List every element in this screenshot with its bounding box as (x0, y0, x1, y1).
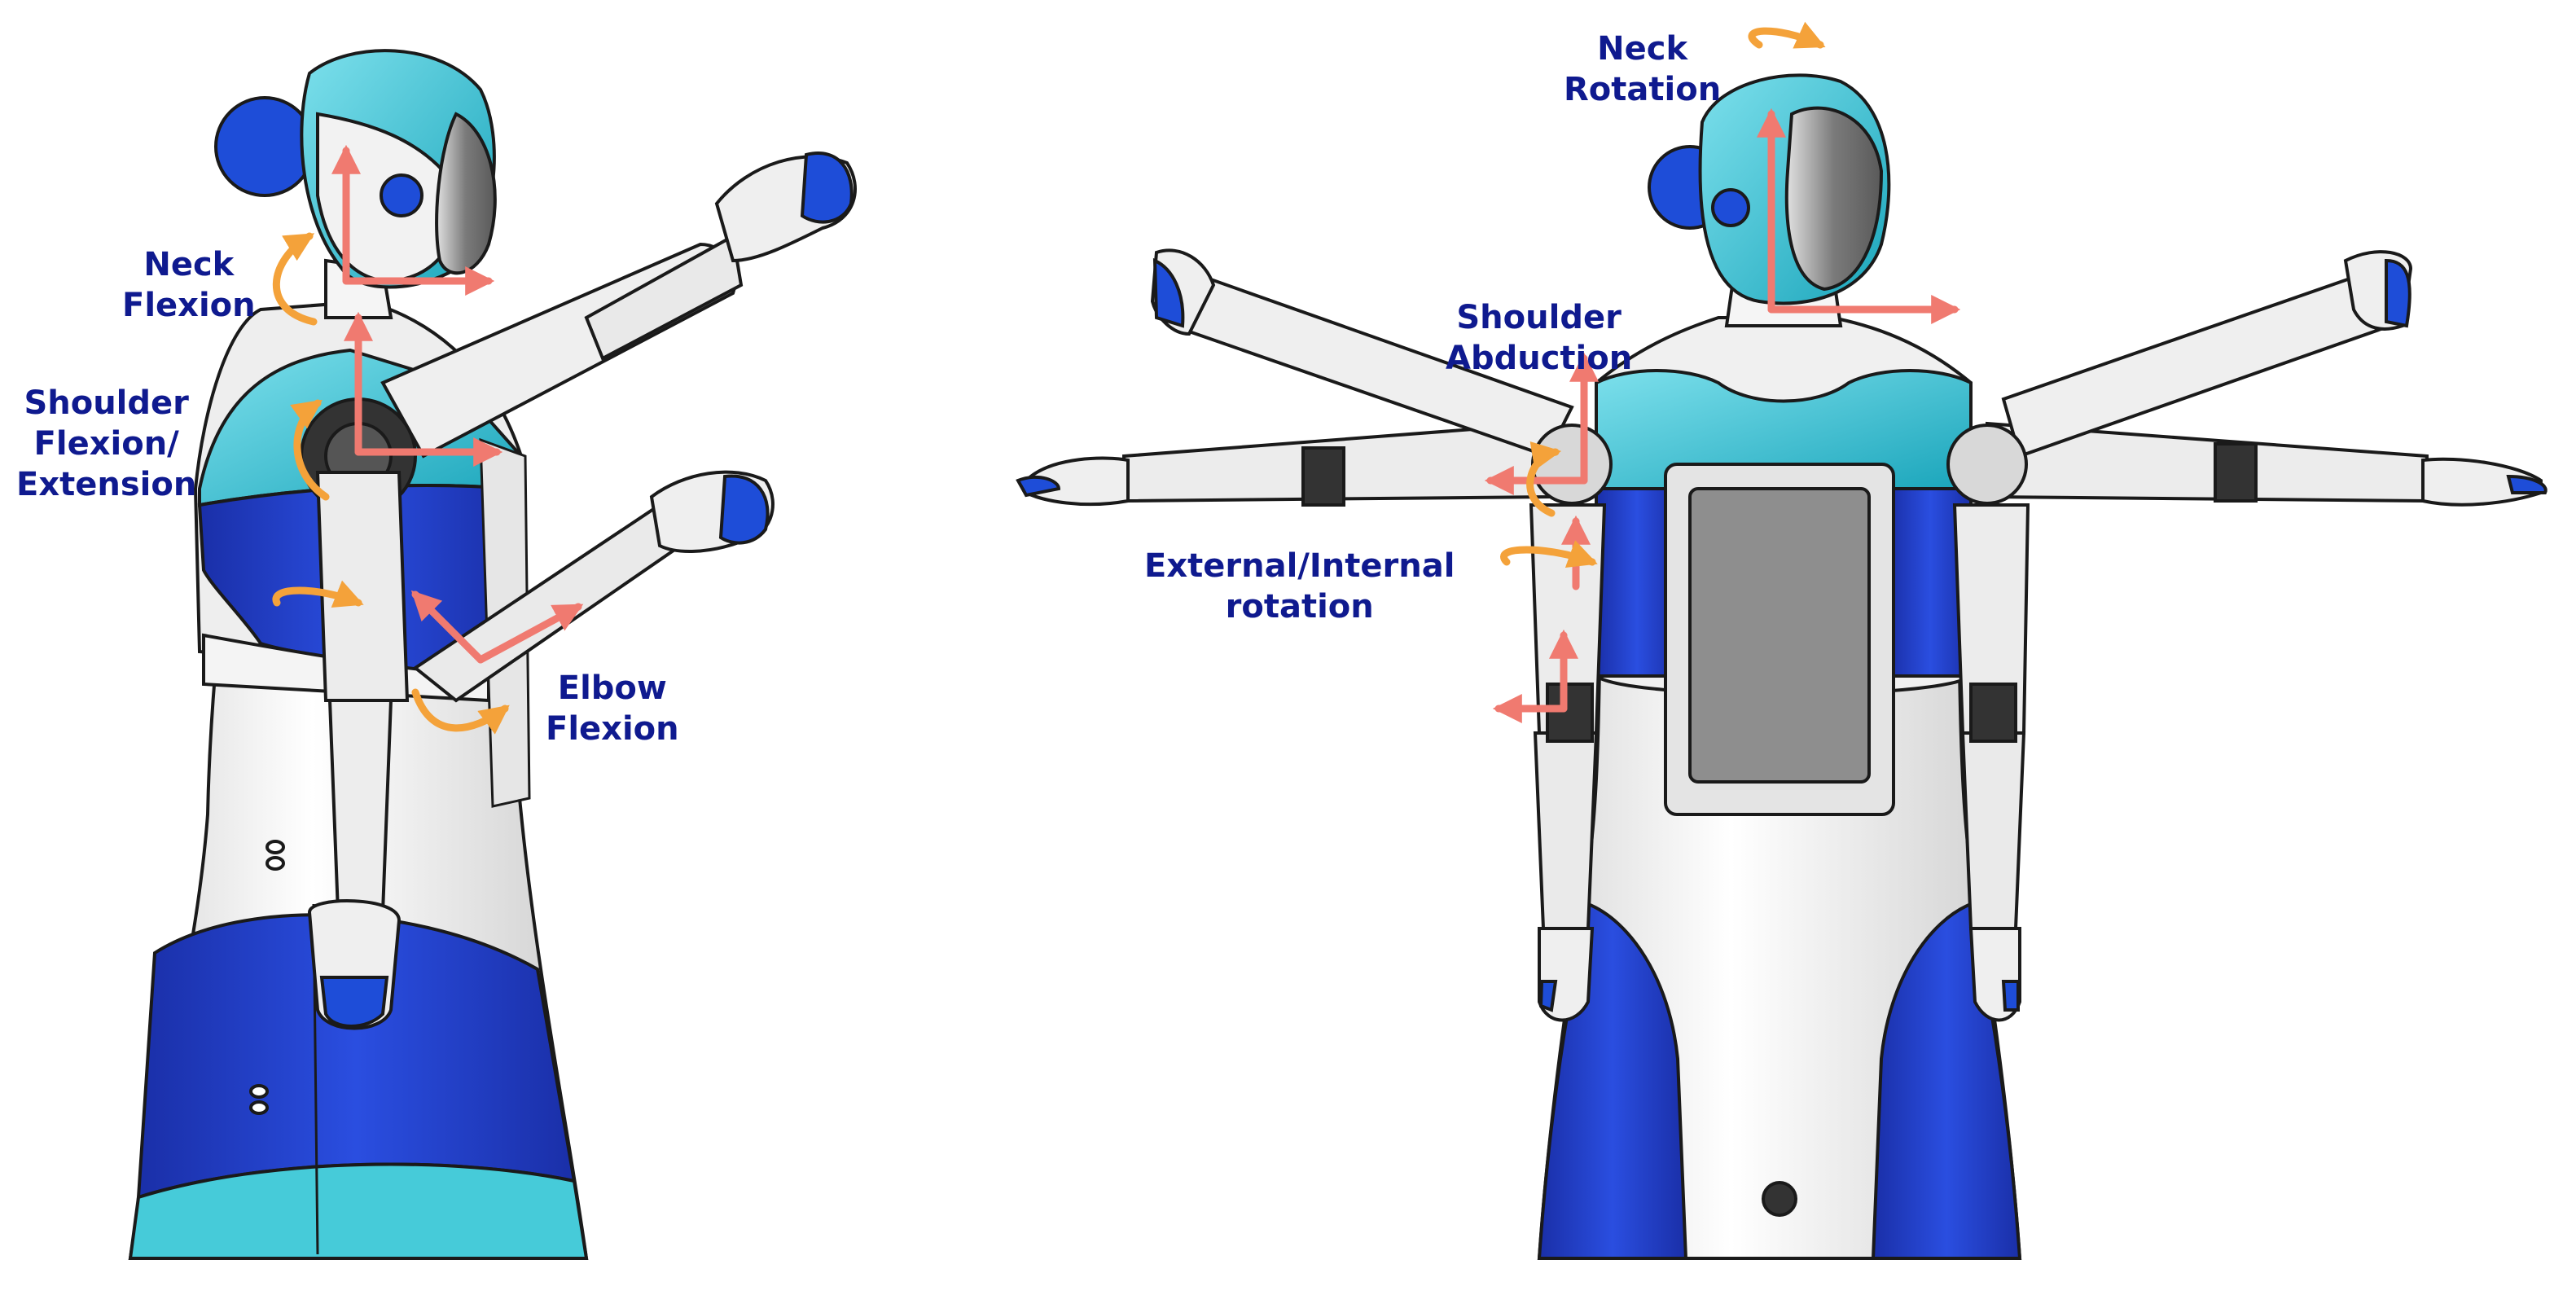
label-shoulder-abduction: Shoulder Abduction (1446, 299, 1633, 377)
label-neck-flexion: Neck Flexion (122, 246, 256, 324)
right-robot-button (1762, 1181, 1797, 1217)
right-robot-left-shoulder-joint (1531, 424, 1613, 505)
motion-indicators (272, 21, 1961, 735)
right-robot-right-forearm-hanging (1960, 731, 2026, 930)
abduction-rotation-arrow (1526, 441, 1562, 517)
right-robot-front-view (1016, 73, 2547, 1260)
left-robot-face (435, 112, 497, 275)
right-robot-left-hand-horizontal (1025, 456, 1130, 507)
label-external-internal-rotation: External/Internal rotation (1144, 547, 1455, 626)
left-robot-side-view (128, 49, 857, 1260)
right-robot-right-shoulder-joint (1946, 424, 2028, 505)
right-robot-shoulder-cyan (1595, 369, 1973, 490)
neck-flexion-rotation-arrow (272, 232, 318, 326)
elbow-flexion-rotation-arrow (411, 688, 510, 735)
left-robot-hair-bun (214, 96, 315, 197)
right-robot-face (1784, 106, 1884, 292)
right-robot-right-arm-raised (2001, 266, 2393, 459)
label-neck-rotation: Neck Rotation (1564, 30, 1722, 108)
neck-rotation-arrow (1748, 21, 1826, 49)
right-robot-ear (1711, 188, 1750, 227)
label-elbow-flexion: Elbow Flexion (546, 669, 679, 748)
left-robot-forearm-raised (584, 233, 744, 361)
shoulder-flexion-rotation-arrow (290, 399, 330, 501)
right-robot-screen (1688, 487, 1871, 784)
left-robot-upper-arm-bent (315, 471, 410, 702)
left-robot-ear (380, 173, 423, 217)
left-robot-lower-arm (327, 699, 393, 914)
ext-int-rotation-arrow (1500, 540, 1598, 568)
elbow-axis-arrow-1 (410, 590, 485, 664)
upper-arm-rotation-arrow (272, 580, 364, 608)
left-robot-skirt-cyan (128, 1162, 589, 1260)
elbow-axis-arrow-2 (476, 603, 584, 664)
label-shoulder-flexion-extension: Shoulder Flexion/ Extension (16, 384, 197, 503)
right-robot-left-forearm-hanging (1533, 731, 1599, 930)
